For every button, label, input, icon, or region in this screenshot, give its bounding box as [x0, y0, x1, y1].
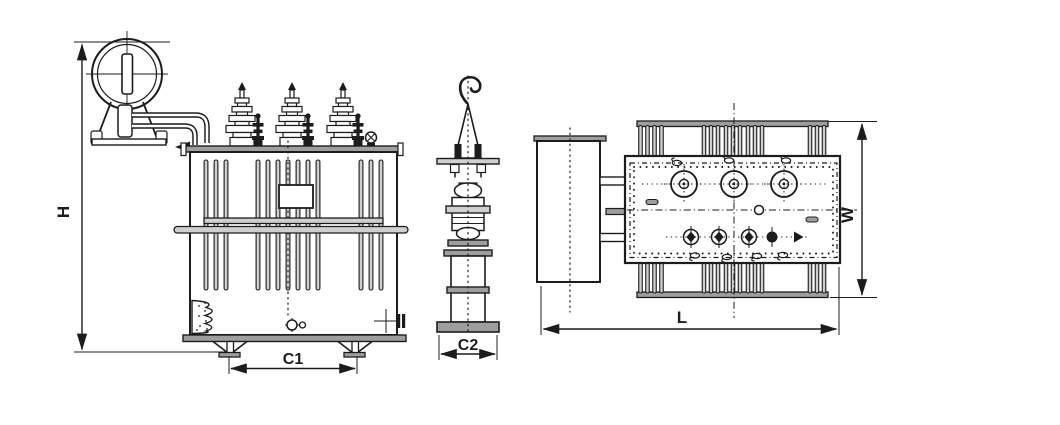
clamp-band-upper — [203, 217, 384, 225]
dimension-l: L — [540, 267, 840, 335]
dim-label-l: L — [677, 308, 687, 327]
oil-level-gauge — [121, 53, 134, 95]
cover-bolt-dots — [633, 166, 834, 255]
lv-bushings-top — [682, 225, 804, 249]
column-base-plate — [436, 321, 500, 333]
dim-label-c2: C2 — [458, 337, 479, 354]
top-view: W L — [533, 103, 877, 335]
cooler-bank — [533, 127, 607, 313]
flow-arrow — [794, 231, 804, 243]
hv-bushings — [225, 81, 360, 147]
conservator-pipes — [132, 112, 210, 145]
tank-body — [173, 140, 409, 342]
conservator-bracket — [117, 104, 133, 138]
dimension-w: W — [828, 121, 877, 298]
filler-plug — [753, 204, 765, 216]
ground-terminal — [191, 299, 213, 335]
nameplate — [278, 184, 314, 209]
dim-label-w: W — [838, 206, 857, 223]
lifting-hook — [458, 75, 482, 105]
side-valve — [374, 309, 406, 333]
conservator-tank — [86, 31, 168, 146]
base-and-feet — [182, 334, 407, 358]
dimension-h: H — [54, 41, 226, 353]
dimension-c1: C1 — [228, 351, 358, 374]
dim-label-c1: C1 — [283, 351, 304, 368]
support-column — [436, 249, 500, 333]
bushing-detail-view: C2 — [436, 75, 500, 360]
tank-top — [623, 103, 857, 318]
dimension-c2: C2 — [438, 335, 498, 360]
bushing-stack — [445, 182, 491, 247]
dim-label-h: H — [54, 206, 73, 218]
front-view: H C1 — [54, 31, 409, 374]
clamp-band-lower — [173, 225, 409, 234]
